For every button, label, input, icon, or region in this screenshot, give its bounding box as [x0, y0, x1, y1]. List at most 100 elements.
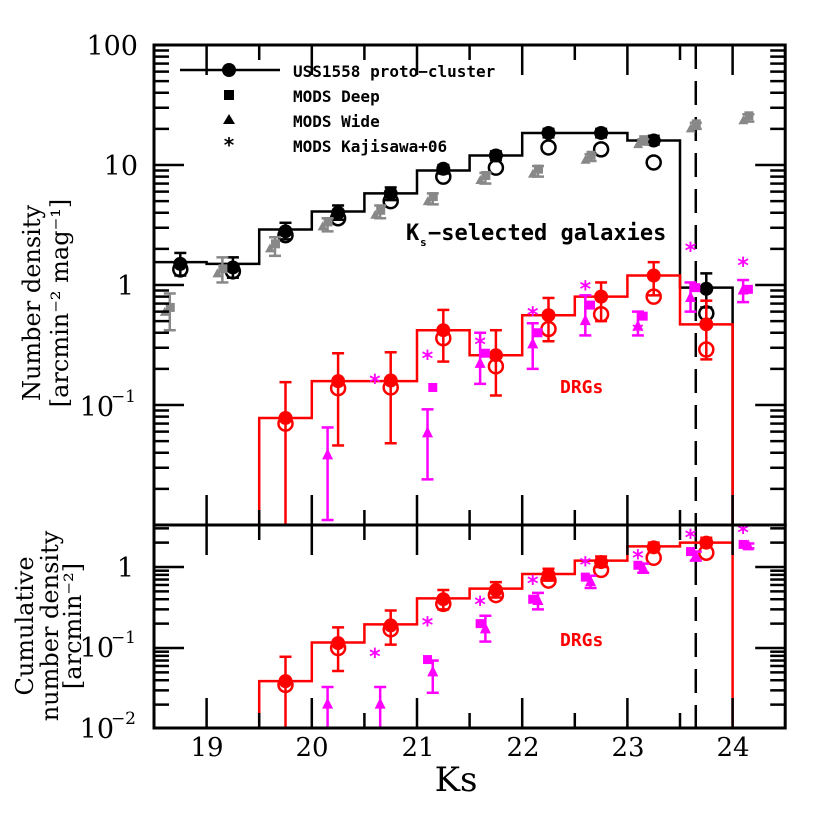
data-point-open-circle	[329, 379, 347, 397]
data-point-asterisk: *	[421, 614, 434, 639]
data-point-open-circle	[329, 639, 347, 657]
data-point-square	[428, 192, 438, 202]
data-point-open-circle	[487, 358, 505, 375]
data-point-open-circle	[487, 159, 505, 176]
panel-frame	[152, 523, 787, 730]
data-point-circle	[541, 125, 556, 140]
data-point-triangle	[370, 209, 381, 219]
data-point-open-circle	[540, 139, 557, 156]
y-axis-label-top: Number density [arcmin⁻² mag⁻¹]	[18, 199, 74, 407]
legend-label-uss1558: USS1558 proto−cluster	[293, 62, 495, 81]
data-point-circle	[331, 636, 346, 651]
y-tick-labels-top: 100 10 1 10 −1	[80, 31, 138, 423]
data-point-square	[633, 560, 643, 570]
plot-area: ********	[257, 525, 755, 728]
data-point-square	[691, 119, 701, 129]
bottom-panel: ********	[152, 523, 787, 730]
data-point-square	[218, 264, 228, 274]
data-point-square	[475, 619, 485, 629]
data-point-asterisk: *	[736, 254, 749, 279]
data-point-triangle	[422, 426, 434, 438]
ytick-bot-0-01-exp: −2	[111, 709, 136, 729]
x-axis-label: Ks	[435, 760, 478, 800]
y-axis-label-top-line1: Number density	[18, 205, 46, 402]
data-point-open-circle	[645, 288, 662, 305]
data-point-asterisk: *	[684, 239, 697, 264]
data-point-open-circle	[592, 561, 610, 579]
legend-label-mods-deep: MODS Deep	[293, 87, 380, 106]
data-point-circle	[699, 281, 714, 296]
data-point-triangle	[633, 139, 644, 149]
data-point-open-circle	[487, 586, 505, 604]
data-point-square	[376, 205, 386, 215]
annotation-k: K	[406, 221, 420, 246]
data-point-open-circle	[382, 621, 399, 638]
data-point-triangle	[742, 539, 754, 551]
data-point-square	[638, 311, 648, 321]
x-tick-labels: 19 20 21 22 23 24	[190, 733, 749, 763]
data-point-triangle	[690, 549, 702, 561]
data-point-asterisk: *	[579, 278, 592, 303]
data-point-circle	[541, 308, 556, 323]
data-point-circle	[173, 256, 188, 271]
data-point-circle	[594, 289, 609, 304]
legend-triangle-icon	[223, 114, 235, 124]
data-point-triangle	[737, 283, 749, 295]
xtick-20: 20	[295, 733, 328, 763]
ytick-bot-1: 1	[117, 553, 134, 584]
data-point-triangle	[580, 154, 591, 164]
data-point-open-circle	[435, 329, 452, 347]
data-point-square	[586, 300, 596, 310]
data-point-circle	[331, 205, 346, 220]
xtick-19: 19	[190, 733, 223, 763]
data-point-triangle	[532, 594, 544, 606]
data-point-circle	[541, 567, 556, 582]
data-point-open-circle	[592, 306, 610, 323]
data-point-asterisk: *	[631, 546, 644, 571]
data-point-square	[533, 164, 543, 174]
xtick-23: 23	[611, 733, 644, 763]
data-point-square	[528, 594, 538, 604]
ytick-100: 100	[86, 31, 138, 62]
data-point-triangle	[475, 174, 486, 184]
data-point-square	[586, 150, 596, 160]
ytick-1: 1	[117, 271, 134, 302]
data-point-triangle	[322, 448, 334, 460]
data-point-asterisk: *	[526, 303, 539, 328]
data-point-asterisk: *	[421, 347, 434, 372]
data-point-square	[428, 382, 438, 392]
data-point-open-circle	[435, 595, 452, 613]
data-point-square	[270, 239, 280, 249]
data-point-open-circle	[277, 226, 294, 244]
data-point-circle	[488, 148, 503, 163]
ytick-0-1: 10	[80, 392, 114, 423]
data-point-open-circle	[435, 168, 452, 185]
data-point-triangle	[632, 319, 644, 331]
legend-circle-icon	[222, 63, 236, 77]
data-point-triangle	[422, 196, 433, 206]
data-point-open-circle	[540, 572, 557, 589]
data-point-circle	[278, 410, 293, 425]
legend: * USS1558 proto−cluster MODS Deep MODS W…	[180, 62, 495, 157]
data-point-asterisk: *	[579, 554, 592, 579]
histogram-step	[257, 274, 734, 525]
data-point-triangle	[579, 314, 591, 326]
data-point-open-circle	[592, 141, 610, 158]
legend-label-mods-wide: MODS Wide	[293, 112, 380, 131]
y-axis-label-bottom-line2: number density	[36, 530, 64, 721]
plot-area: ********	[154, 45, 755, 525]
data-point-asterisk: *	[368, 645, 381, 670]
y-axis-label-bottom-line1: Cumulative	[11, 556, 39, 695]
data-point-open-circle	[645, 154, 662, 171]
data-point-triangle	[527, 168, 538, 178]
data-point-triangle	[322, 697, 334, 709]
data-point-square	[744, 111, 754, 121]
data-point-square	[533, 328, 543, 338]
ytick-bot-0-01: 10	[80, 714, 114, 745]
data-point-circle	[699, 317, 714, 332]
y-axis-label-bottom: Cumulative number density [arcmin⁻²]	[11, 530, 87, 721]
data-point-open-circle	[382, 192, 399, 210]
annotation-ks-rest: −selected galaxies	[428, 221, 666, 246]
data-point-square	[480, 348, 490, 358]
